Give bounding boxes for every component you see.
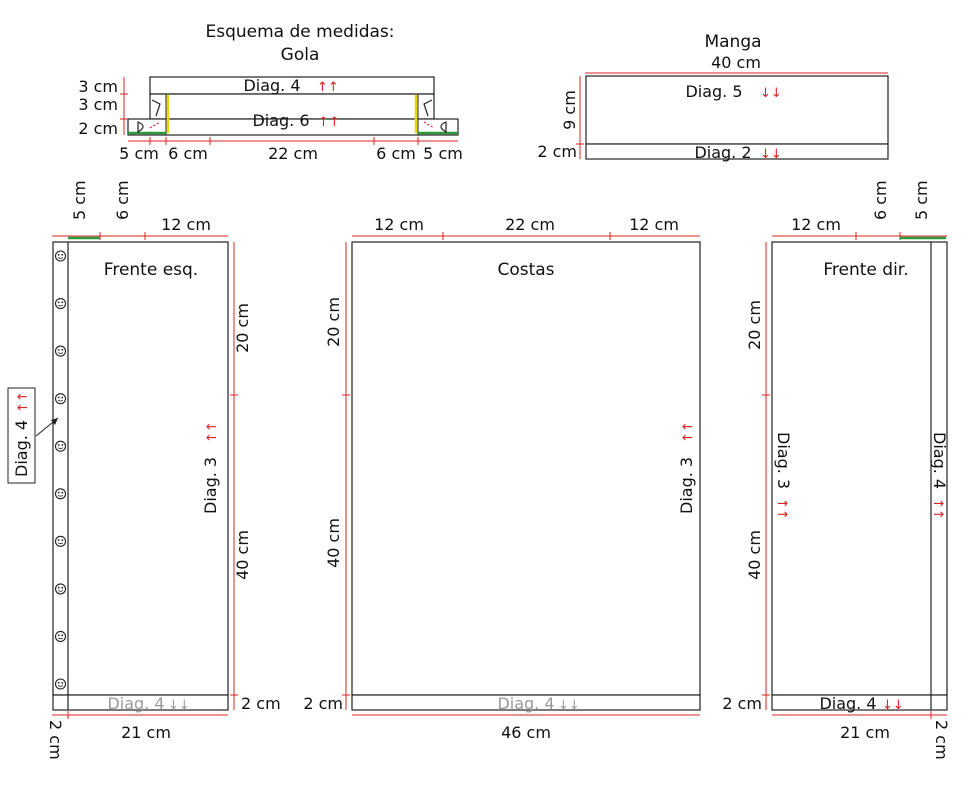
front-right-band (771, 694, 948, 711)
arrows-down-icon: ↓↓ (882, 698, 904, 713)
front-left-top-5: 5 cm (70, 180, 89, 220)
button-icon (54, 440, 67, 452)
back-top-12b: 12 cm (629, 215, 679, 234)
front-right-top-5: 5 cm (912, 180, 931, 220)
back-left-40: 40 cm (324, 518, 343, 568)
front-right-top-6: 6 cm (871, 180, 890, 220)
front-left-diagram: 5 cm 6 cm 12 cm Frente esq. Diag. 3 ↑↑ D… (7, 180, 281, 760)
arrows-down-icon: ↓↓ (760, 147, 782, 162)
collar-diag-top-label: Diag. 4 (243, 76, 300, 95)
front-left-right-20: 20 cm (233, 303, 252, 353)
sleeve-diag-top-label: Diag. 5 (685, 82, 742, 101)
back-diag-body: Diag. 3 (677, 457, 696, 514)
front-left-title: Frente esq. (104, 260, 198, 280)
front-left-band-2: 2 cm (241, 694, 281, 713)
sleeve-diagram: Manga 40 cm Diag. 5 ↓↓ Diag. 2 ↓↓ 9 cm 2… (537, 32, 889, 162)
arrows-up-icon: ↑↑ (16, 391, 31, 413)
arrows-up-icon: ↑↑ (317, 80, 339, 95)
front-left-diag-body: Diag. 3 (201, 457, 220, 514)
collar-height-2: 2 cm (78, 119, 118, 138)
front-left-top-6: 6 cm (113, 180, 132, 220)
front-left-buttons (54, 250, 67, 690)
front-left-bottom-width: 21 cm (121, 723, 171, 742)
front-right-title: Frente dir. (823, 260, 908, 280)
arrows-up-icon: ↑↑ (930, 498, 945, 520)
front-left-bottom-2: 2 cm (46, 720, 65, 760)
sleeve-height-main: 9 cm (560, 90, 579, 130)
front-left-right-40: 40 cm (233, 530, 252, 580)
placket-callout-label: Diag. 4 (12, 420, 31, 477)
arrows-up-icon: ↑↑ (205, 421, 220, 443)
collar-width-5a: 5 cm (119, 144, 159, 163)
collar-width-6a: 6 cm (168, 144, 208, 163)
arrows-down-icon: ↓↓ (760, 86, 782, 101)
collar-height-3b: 3 cm (78, 95, 118, 114)
arrows-up-icon: ↑↑ (681, 421, 696, 443)
button-icon (54, 488, 67, 500)
button-icon (54, 678, 67, 690)
back-top-22: 22 cm (505, 215, 555, 234)
front-left-top-12: 12 cm (161, 215, 211, 234)
back-top-12a: 12 cm (374, 215, 424, 234)
back-body (351, 241, 701, 696)
button-icon (54, 630, 67, 642)
front-right-top-12: 12 cm (791, 215, 841, 234)
front-right-diag-band: Diag. 4 (819, 694, 876, 713)
arrows-up-icon: ↑↑ (774, 498, 789, 520)
front-left-band (52, 694, 229, 711)
front-right-band-2: 2 cm (722, 694, 762, 713)
callout-arrowhead-icon (51, 418, 58, 425)
collar-middle (149, 93, 435, 120)
front-right-left-20: 20 cm (745, 300, 764, 350)
arrows-down-icon: ↓↓ (558, 698, 580, 713)
collar-width-22: 22 cm (268, 144, 318, 163)
button-icon (54, 250, 67, 262)
front-right-diag-placket: Diag. 4 (930, 432, 949, 489)
front-left-body (52, 241, 229, 696)
front-left-diag-band: Diag. 4 (107, 694, 164, 713)
collar-corner-motif-left (137, 99, 161, 134)
sleeve-title: Manga (704, 32, 761, 52)
front-right-bottom-width: 21 cm (840, 723, 890, 742)
sleeve-band (585, 143, 889, 160)
arrows-up-icon: ↑↑ (318, 115, 340, 130)
sleeve-height-band: 2 cm (537, 142, 577, 161)
collar-diag-mid-label: Diag. 6 (252, 111, 309, 130)
collar-base (127, 118, 459, 136)
button-icon (54, 535, 67, 547)
front-right-diag-body: Diag. 3 (774, 432, 793, 489)
sleeve-diag-band-label: Diag. 2 (694, 143, 751, 162)
front-right-diagram: 12 cm 6 cm 5 cm Frente dir. Diag. 3 ↑↑ D… (722, 180, 951, 759)
collar-corner-motif-right (423, 99, 447, 134)
back-band (351, 694, 701, 711)
button-icon (54, 583, 67, 595)
collar-title-line1: Esquema de medidas: (206, 22, 395, 42)
back-title: Costas (497, 260, 554, 280)
placket-callout-box (7, 387, 36, 484)
front-right-body (771, 241, 948, 696)
collar-width-6b: 6 cm (376, 144, 416, 163)
collar-title-line2: Gola (281, 45, 320, 65)
arrows-down-icon: ↓↓ (168, 698, 190, 713)
back-left-20: 20 cm (324, 297, 343, 347)
button-icon (54, 393, 67, 405)
button-icon (54, 298, 67, 310)
front-right-bottom-2: 2 cm (932, 720, 951, 760)
back-band-2: 2 cm (303, 694, 343, 713)
back-diagram: 12 cm 22 cm 12 cm Costas Diag. 3 ↑↑ Diag… (303, 215, 701, 742)
collar-diagram: Esquema de medidas: Gola Diag. 4 ↑↑ Diag… (78, 22, 462, 163)
button-icon (54, 345, 67, 357)
back-bottom-width: 46 cm (501, 723, 551, 742)
collar-width-5b: 5 cm (423, 144, 463, 163)
collar-height-3a: 3 cm (78, 77, 118, 96)
front-right-left-40: 40 cm (745, 530, 764, 580)
back-diag-band: Diag. 4 (497, 694, 554, 713)
sleeve-width: 40 cm (711, 53, 761, 72)
